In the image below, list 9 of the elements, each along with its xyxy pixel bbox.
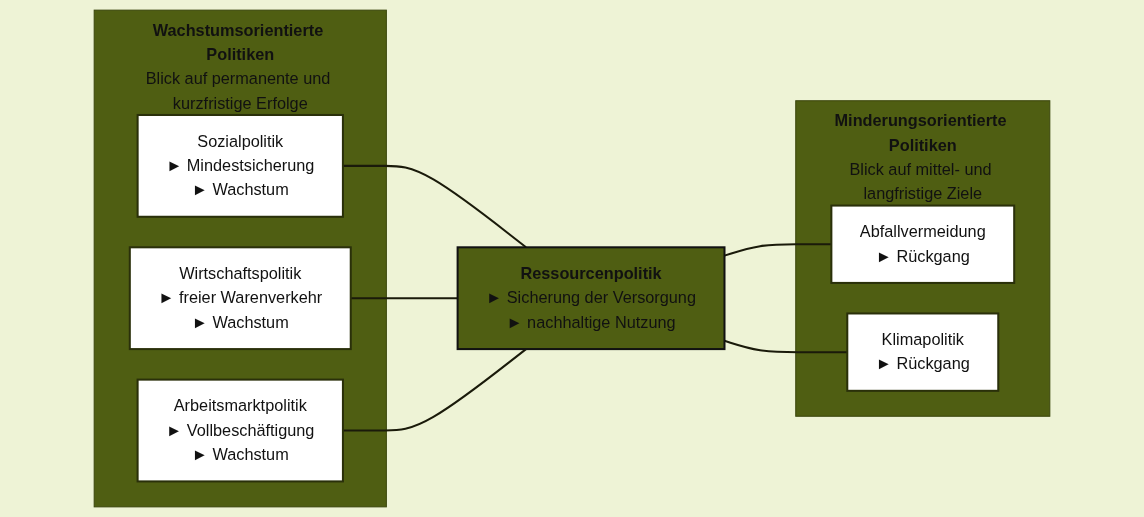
connector [724, 339, 848, 354]
connector [724, 243, 832, 257]
node-box: Wirtschaftspolitik ► freier Warenverkehr ► Wachstum [128, 246, 352, 351]
node-box: Ressourcenpolitik ► Sicherung der Versorgung ► nachhaltige Nutzung [456, 246, 726, 351]
node-box: Arbeitsmarktpolitik ► Vollbeschäftigung ► Wachstum [136, 378, 344, 483]
connector [350, 297, 458, 300]
node-box: Klimapolitik ► Rückgang [846, 312, 1000, 392]
node-box: Sozialpolitik ► Mindestsicherung ► Wachstum [136, 113, 344, 218]
node-box: Abfallvermeidung ► Rückgang [830, 204, 1016, 284]
